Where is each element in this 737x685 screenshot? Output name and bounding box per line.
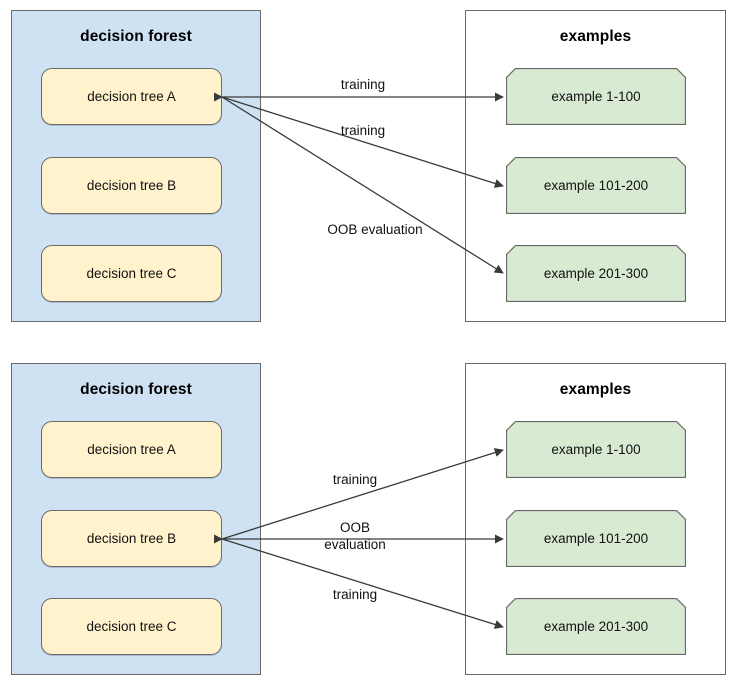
- decision-forest-title: decision forest: [80, 381, 192, 398]
- examples-title: examples: [559, 381, 632, 398]
- edge-label-training-2: training: [332, 587, 378, 602]
- example-201-300-node[interactable]: example 201-300: [506, 598, 686, 655]
- example-1-100-node[interactable]: example 1-100: [506, 68, 686, 125]
- edge-label-training-2: training: [340, 123, 386, 138]
- edges-bottom: [213, 448, 504, 629]
- edges-top: [213, 92, 504, 274]
- edge-label-training-1: training: [340, 77, 386, 92]
- decision-tree-b-label: decision tree B: [86, 178, 177, 193]
- decision-tree-a-node[interactable]: decision tree A: [41, 421, 222, 478]
- edge-tree-b-to-example-3: [221, 538, 504, 629]
- diagram-bottom: decision forest decision tree A decision…: [0, 343, 737, 685]
- diagram-top: decision forest decision tree A decision…: [0, 0, 737, 342]
- edge-tree-a-to-example-2: [221, 96, 504, 188]
- decision-tree-c-label: decision tree C: [86, 266, 177, 281]
- example-101-200-node[interactable]: example 101-200: [506, 510, 686, 567]
- edge-tree-a-to-example-3: [221, 96, 504, 274]
- decision-tree-a-node[interactable]: decision tree A: [41, 68, 222, 125]
- decision-tree-c-node[interactable]: decision tree C: [41, 245, 222, 302]
- decision-tree-c-label: decision tree C: [86, 619, 177, 634]
- edge-label-oob-line1: OOB: [339, 520, 370, 535]
- decision-tree-b-node[interactable]: decision tree B: [41, 157, 222, 214]
- examples-title: examples: [559, 28, 632, 45]
- decision-tree-b-label: decision tree B: [86, 531, 177, 546]
- edge-label-oob-evaluation: OOB evaluation: [327, 222, 423, 237]
- edge-label-training-1: training: [332, 472, 378, 487]
- decision-tree-a-label: decision tree A: [87, 89, 176, 104]
- decision-tree-a-label: decision tree A: [87, 442, 176, 457]
- edge-label-oob-line2: evaluation: [324, 537, 386, 552]
- edge-tree-b-to-example-1: [221, 448, 504, 540]
- decision-forest-title: decision forest: [80, 28, 192, 45]
- decision-tree-b-node[interactable]: decision tree B: [41, 510, 222, 567]
- decision-tree-c-node[interactable]: decision tree C: [41, 598, 222, 655]
- example-1-100-node[interactable]: example 1-100: [506, 421, 686, 478]
